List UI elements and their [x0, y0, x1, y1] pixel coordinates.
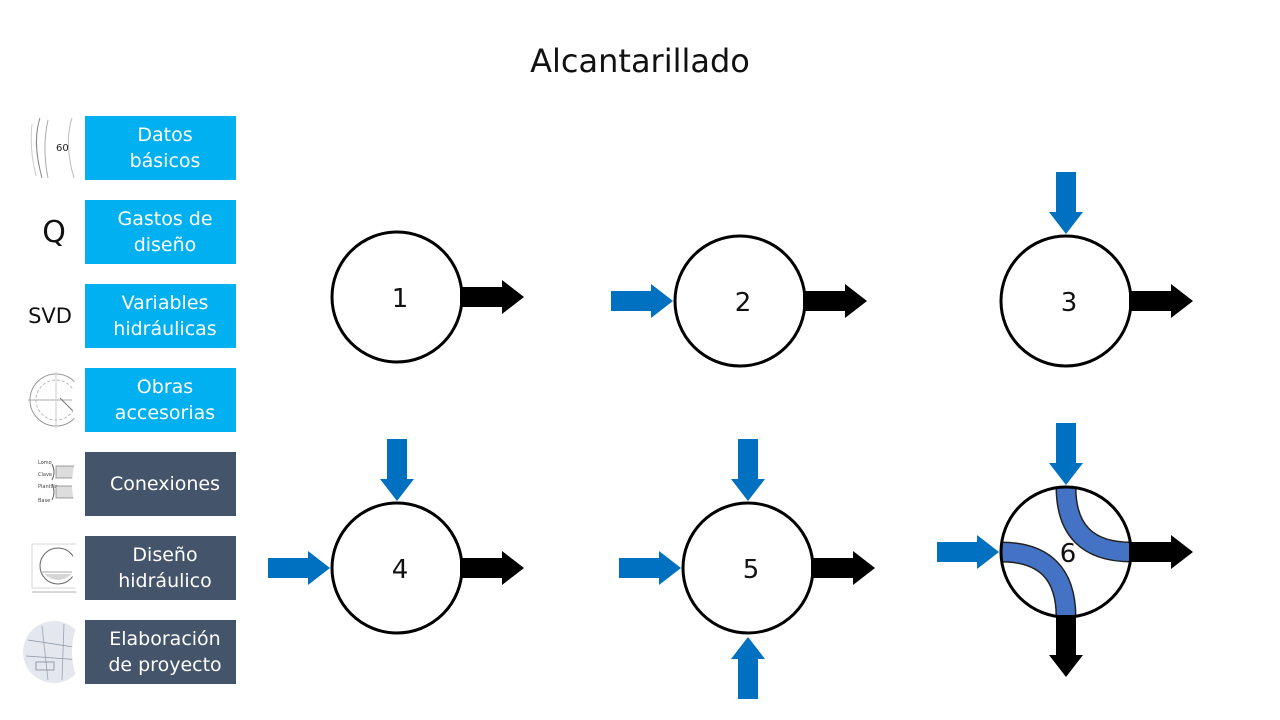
outflow-arrow-right-3: [1129, 284, 1193, 318]
sidebar-item-label: Datos básicos: [84, 116, 236, 180]
q-letter-icon: Q: [42, 214, 66, 250]
svg-text:Base: Base: [38, 498, 50, 504]
sidebar-item-label: Obras accesorias: [84, 368, 236, 432]
node-label-2: 2: [735, 288, 752, 318]
inflow-arrow-left-4: [268, 551, 330, 585]
inflow-arrow-left-5: [619, 551, 681, 585]
pipe-curve-6-a: [1000, 543, 1075, 618]
page-title: Alcantarillado: [530, 42, 750, 80]
pipe-curve-6-b: [1057, 486, 1132, 561]
sidebar-item-label: Variables hidráulicas: [84, 284, 236, 348]
sidebar-item-label: Conexiones: [84, 452, 236, 516]
sidebar-item-label: Elaboración de proyecto: [84, 620, 236, 684]
node-label-5: 5: [743, 555, 760, 585]
sidebar-item-label: Gastos de diseño: [84, 200, 236, 264]
sidebar-item-datos-basicos[interactable]: 60 Datos básicos: [0, 116, 240, 180]
inflow-arrow-left-6: [937, 535, 999, 569]
sidebar-item-variables-hidraulicas[interactable]: SVD Variables hidráulicas: [0, 284, 240, 348]
inflow-arrow-top-5: [731, 439, 765, 501]
sidebar-item-elaboracion-de-proyecto[interactable]: Elaboración de proyecto: [0, 620, 240, 684]
svg-text:Lomo: Lomo: [38, 460, 52, 466]
sidebar: 60 Datos básicos Q Gastos de diseño SVD …: [0, 0, 240, 720]
outflow-arrow-right-5: [811, 551, 875, 585]
profile-sketch-icon: 60: [22, 116, 90, 180]
svd-text-icon: SVD: [28, 304, 72, 328]
node-label-6: 6: [1060, 539, 1077, 569]
inflow-arrow-left-2: [611, 284, 673, 318]
outflow-arrow-right-4: [460, 551, 524, 585]
sidebar-item-diseno-hidraulico[interactable]: Diseño hidráulico: [0, 536, 240, 600]
inflow-arrow-bottom-5: [731, 637, 765, 699]
svg-text:60: 60: [56, 143, 69, 154]
sidebar-item-conexiones[interactable]: Lomo Clave Plantilla Base Conexiones: [0, 452, 240, 516]
sidebar-item-label: Diseño hidráulico: [84, 536, 236, 600]
outflow-arrow-right-2: [803, 284, 867, 318]
inflow-arrow-top-6: [1049, 423, 1083, 485]
inflow-arrow-top-4: [380, 439, 414, 501]
node-label-3: 3: [1061, 288, 1078, 318]
sidebar-item-obras-accesorias[interactable]: Obras accesorias: [0, 368, 240, 432]
node-label-1: 1: [392, 284, 409, 314]
outflow-arrow-right-1: [460, 280, 524, 314]
svg-text:Clave: Clave: [38, 472, 52, 478]
sidebar-item-gastos-de-diseno[interactable]: Q Gastos de diseño: [0, 200, 240, 264]
inflow-arrow-top-3: [1049, 172, 1083, 234]
outflow-arrow-bottom-6: [1049, 615, 1083, 677]
svg-text:Plantilla: Plantilla: [38, 484, 58, 490]
node-label-4: 4: [392, 555, 409, 585]
outflow-arrow-right-6: [1129, 535, 1193, 569]
